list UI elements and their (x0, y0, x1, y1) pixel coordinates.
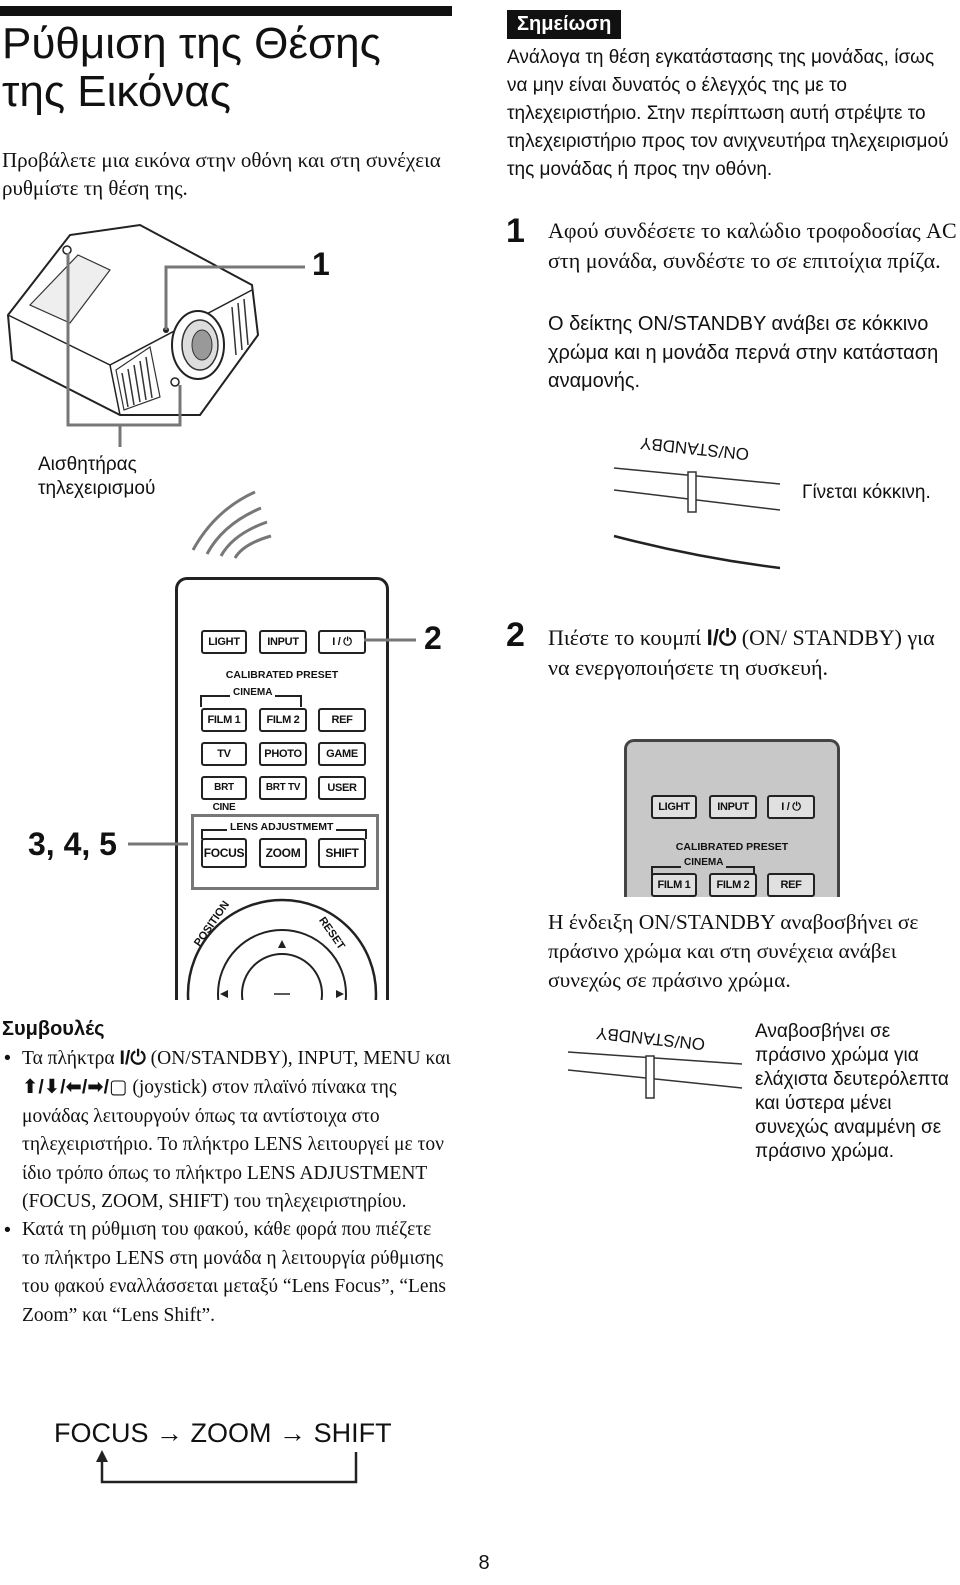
step-2-text-b: (ON/ STANDBY) για να ενεργοποιήσετε τη σ… (548, 625, 935, 680)
lens-adjustment-label: LENS ADJUSTMEMT (227, 821, 337, 833)
page-title: Ρύθμιση της Θέσης της Εικόνας (2, 20, 452, 116)
page-number: 8 (478, 1552, 490, 1574)
calibrated-preset-label: CALIBRATED PRESET (225, 669, 339, 681)
photo-film1-button: FILM 1 (651, 873, 697, 897)
tip-1-text-b: (ON/STANDBY), INPUT, MENU και (150, 1048, 451, 1069)
step-1-text: Αφού συνδέσετε το καλώδιο τροφοδοσίας AC… (548, 218, 957, 273)
photo-light-button: LIGHT (651, 795, 697, 819)
joystick-arrows-icon: ⬆/⬇/⬅/➡/▢ (22, 1076, 128, 1099)
light-button[interactable]: LIGHT (201, 630, 247, 654)
remote-control: LIGHT INPUT I / ⏻ CALIBRATED PRESET CINE… (175, 577, 389, 1000)
page-title-line2: της Εικόνας (2, 67, 231, 116)
tip-1: Τα πλήκτρα I/⏻ (ON/STANDBY), INPUT, MENU… (2, 1044, 452, 1216)
film1-button[interactable]: FILM 1 (201, 708, 247, 732)
projector-illustration (6, 223, 305, 447)
step-1-detail: Ο δείκτης ON/STANDBY ανάβει σε κόκκινο χ… (548, 313, 939, 392)
focus-button[interactable]: FOCUS (201, 838, 247, 868)
step-2-number: 2 (506, 616, 525, 654)
user-button[interactable]: USER (318, 776, 366, 800)
photo-power-button: I / ⏻ (767, 795, 815, 819)
photo-calibrated-label: CALIBRATED PRESET (675, 841, 789, 853)
tips-heading: Συμβουλές (2, 1018, 105, 1040)
indicator-panel-red (613, 467, 781, 570)
photo-film2-button: FILM 2 (709, 873, 757, 897)
brt-cine-button[interactable]: BRT CINE (201, 776, 247, 813)
tv-button[interactable]: TV (201, 742, 247, 766)
cycle-shift: SHIFT (313, 1418, 392, 1448)
photo-ref-button: REF (767, 873, 815, 897)
arrow-right-icon: → (279, 1418, 307, 1448)
tips-list: Τα πλήκτρα I/⏻ (ON/STANDBY), INPUT, MENU… (2, 1044, 452, 1330)
game-button[interactable]: GAME (318, 742, 366, 766)
lens-adjustment-highlight (191, 814, 379, 890)
cinema-bracket (200, 695, 254, 707)
input-button[interactable]: INPUT (259, 630, 307, 654)
cycle-return-arrow (96, 1450, 358, 1484)
tip-2: Κατά τη ρύθμιση του φακού, κάθε φορά που… (2, 1216, 452, 1330)
cinema-label: CINEMA (230, 687, 276, 698)
brt-tv-button[interactable]: BRT TV (259, 776, 307, 800)
turns-red-label: Γίνεται κόκκινη. (802, 482, 931, 503)
film2-button[interactable]: FILM 2 (259, 708, 307, 732)
lens-cycle: FOCUS → ZOOM → SHIFT (54, 1418, 392, 1449)
remote-callout-lines (128, 638, 416, 846)
page-title-line1: Ρύθμιση της Θέσης (2, 19, 381, 68)
cycle-focus: FOCUS (54, 1418, 149, 1448)
intro-text: Προβάλετε μια εικόνα στην οθόνη και στη … (2, 148, 441, 200)
ir-signal-icon (191, 490, 272, 559)
power-button[interactable]: I / ⏻ (318, 630, 366, 654)
photo-button[interactable]: PHOTO (259, 742, 307, 766)
blinks-green-label: Αναβοσβήνει σε πράσινο χρώμα για ελάχιστ… (755, 1021, 949, 1162)
step-2-detail: Η ένδειξη ON/STANDBY αναβοσβήνει σε πράσ… (548, 910, 919, 992)
arrow-right-icon: → (156, 1418, 184, 1448)
sensor-label: Αισθητήρας τηλεχειρισμού (38, 454, 156, 499)
photo-cinema-label: CINEMA (681, 857, 727, 868)
callout-1: 1 (312, 246, 330, 282)
step-2-text: Πιέστε το κουμπί I/⏻ (ON/ STANDBY) για ν… (548, 623, 958, 683)
shift-button[interactable]: SHIFT (318, 838, 366, 868)
step-2-text-a: Πιέστε το κουμπί (548, 625, 702, 650)
tip-1-text-c: (joystick) στον πλαϊνό πίνακα της μονάδα… (22, 1077, 444, 1213)
ref-button[interactable]: REF (318, 708, 366, 732)
note-heading: Σημείωση (507, 10, 622, 39)
step-1-number: 1 (506, 212, 525, 250)
joystick-ring[interactable] (178, 890, 386, 1000)
title-rule (0, 6, 452, 16)
note-text: Ανάλογα τη θέση εγκατάστασης της μονάδας… (507, 47, 949, 180)
power-symbol-icon: I/⏻ (119, 1047, 146, 1069)
remote-photo: LIGHT INPUT I / ⏻ CALIBRATED PRESET CINE… (624, 739, 840, 897)
power-symbol-icon: I/⏻ (706, 625, 737, 650)
zoom-button[interactable]: ZOOM (259, 838, 307, 868)
cycle-zoom: ZOOM (190, 1418, 272, 1448)
indicator-panel-green (567, 1051, 743, 1099)
tip-1-text-a: Τα πλήκτρα (22, 1048, 115, 1069)
cinema-bracket-right (252, 695, 302, 707)
callout-2: 2 (424, 620, 442, 656)
photo-input-button: INPUT (709, 795, 757, 819)
callout-345: 3, 4, 5 (28, 826, 117, 862)
